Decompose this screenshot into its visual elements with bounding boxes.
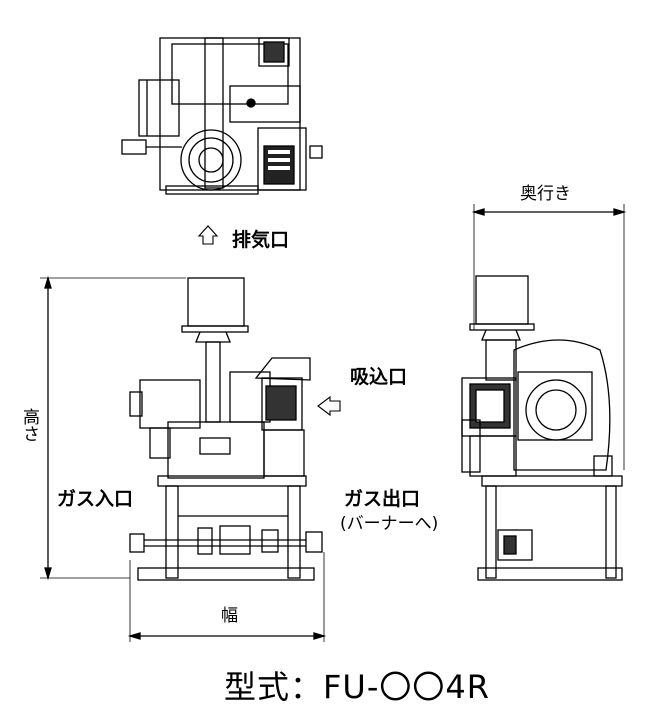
model-number: 型式：FU-〇〇4R xyxy=(224,668,490,706)
gas-outlet-sublabel: (バーナーへ) xyxy=(340,514,439,534)
top-view xyxy=(121,37,323,195)
gas-outlet-label: ガス出口 xyxy=(344,488,421,510)
exhaust-label: 排気口 xyxy=(232,229,290,251)
intake-label: 吸込口 xyxy=(350,366,408,388)
gas-inlet-label: ガス入口 xyxy=(57,488,134,510)
exhaust-arrow-icon xyxy=(197,225,219,245)
side-view xyxy=(461,204,627,581)
depth-label: 奥行き xyxy=(520,184,571,204)
intake-arrow-icon xyxy=(317,395,341,417)
width-label: 幅 xyxy=(217,606,237,623)
front-view xyxy=(40,275,327,642)
height-label: 高さ xyxy=(19,408,39,442)
